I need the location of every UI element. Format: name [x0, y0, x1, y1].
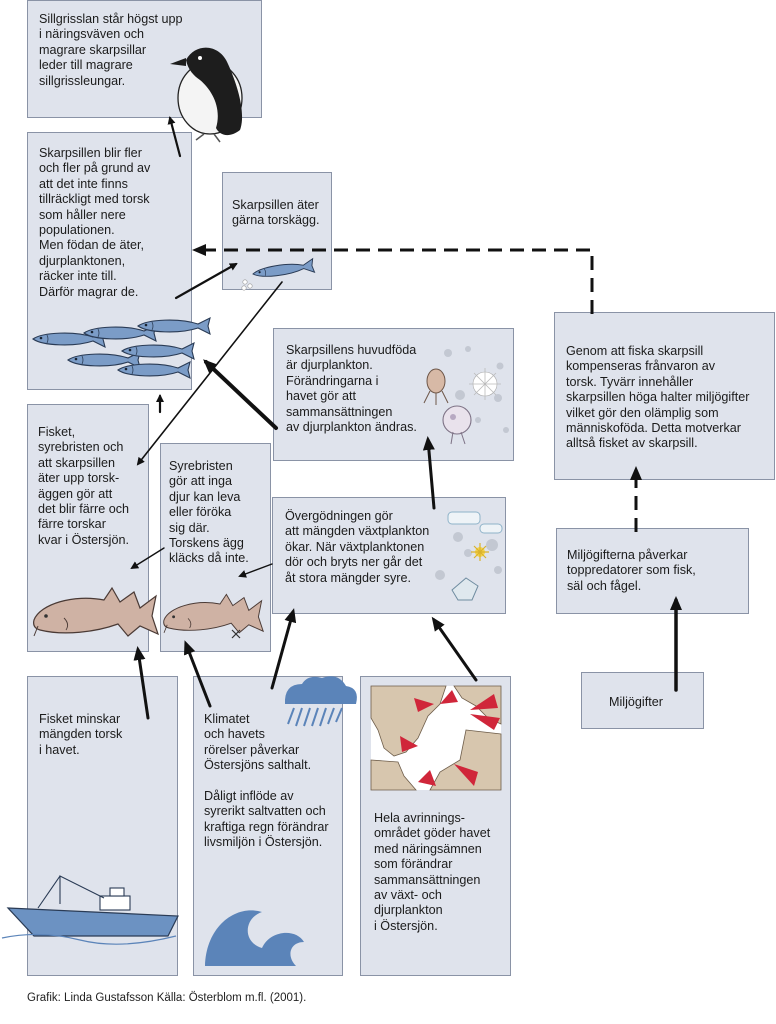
dead-cod-icon: [163, 593, 264, 639]
miljogifter-box: [581, 672, 704, 729]
arrow-torskagg-text-to-herring: [174, 262, 238, 300]
credit-line: Grafik: Linda Gustafsson Källa: Österblo…: [27, 992, 307, 1004]
cod-icon: [32, 587, 159, 637]
guillemot-icon: [170, 47, 243, 143]
arrow-overgodning-to-huvudfoda: [422, 436, 436, 510]
skarpsill-fler-text: Skarpsillen blir fler och fler på grund …: [39, 146, 151, 299]
arrow-fisket-text-to-cod: [130, 547, 165, 570]
genom-att-fiska-text: Genom att fiska skarpsill kompenseras fr…: [566, 344, 750, 451]
klimatet-text: Klimatet och havets rörelser påverkar Ös…: [204, 712, 329, 850]
wave-icon: [205, 910, 304, 966]
miljogifterna-text: Miljögifterna påverkar toppredatorer som…: [567, 548, 696, 593]
rain-cloud-icon: [284, 676, 357, 727]
syrebristen-text: Syrebristen gör att inga djur kan leva e…: [169, 459, 249, 566]
arrow-huvudfoda-to-school: [203, 359, 278, 430]
arrow-klimatet-to-overgodning: [270, 608, 297, 690]
klimatet-box: [193, 676, 343, 976]
arrow-fler-to-sillgrissla: [167, 116, 182, 158]
huvudfoda-text: Skarpsillens huvudföda är djurplankton. …: [286, 343, 417, 435]
huvudfoda-box: [273, 328, 514, 461]
miljogifter-text: Miljögifter: [609, 695, 663, 709]
arrow-syrebrist-text-to-cod: [238, 563, 273, 578]
sillgrissla-text: Sillgrisslan står högst upp i näringsväv…: [39, 12, 183, 88]
fisket-minskar-text: Fisket minskar mängden torsk i havet.: [39, 712, 123, 757]
avrinning-text: Hela avrinnings- området göder havet med…: [374, 811, 491, 933]
overgodningen-text: Övergödningen gör att mängden växtplankt…: [285, 509, 430, 585]
phytoplankton-icon: [435, 511, 503, 601]
dashed-arrow-genom-att-fiska-to-school: [192, 244, 594, 314]
genom-att-fiska-box: [554, 312, 775, 480]
arrow-klimatet-to-syrebrist: [184, 640, 212, 708]
herring-icon: [241, 258, 316, 291]
herring-school-icon: [32, 317, 211, 379]
torskagg-text: Skarpsillen äter gärna torskägg.: [232, 198, 320, 228]
arrow-avrinning-to-overgodning: [431, 616, 478, 682]
fisket-syrebrist-text: Fisket, syrebristen och att skarpsillen …: [38, 425, 129, 547]
zooplankton-icon: [423, 346, 509, 445]
baltic-map-icon: [370, 685, 502, 791]
arrow-fisket-minskar-up: [133, 646, 150, 720]
fishing-boat-icon: [1, 875, 179, 945]
miljogifterna-box: [556, 528, 749, 614]
